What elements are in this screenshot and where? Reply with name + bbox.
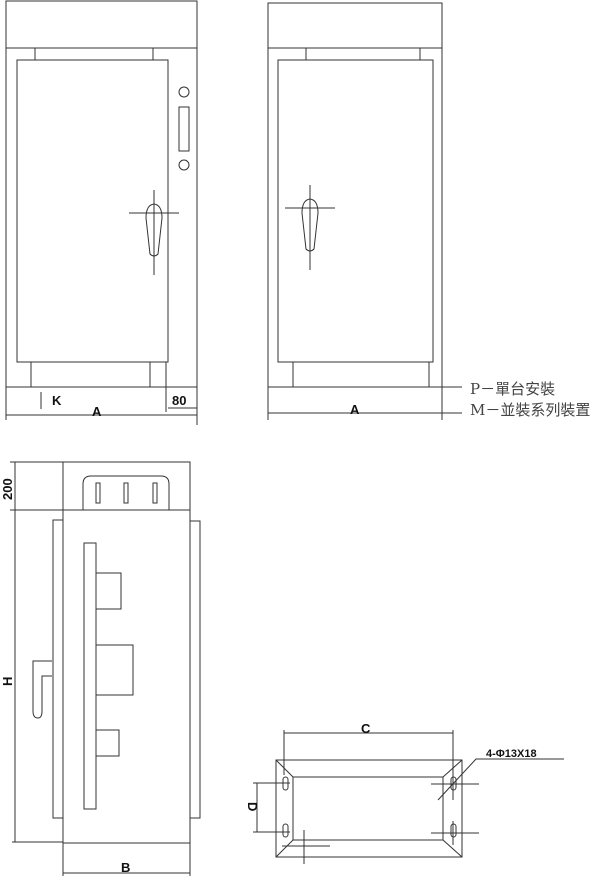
indicator-light-icon: [178, 86, 190, 98]
mounting-rail: [83, 542, 97, 810]
top-vent-cover: [82, 475, 170, 510]
rear-view-cabinet: A: [267, 2, 462, 420]
door-handle-icon: [285, 185, 335, 270]
base-width-label: C: [361, 721, 371, 736]
door-handle-icon: [129, 190, 179, 275]
front-view-cabinet: K A 80: [5, 0, 198, 425]
depth-label: B: [121, 860, 130, 875]
side-view-cabinet: 200 H B: [0, 461, 201, 876]
hole-spec-label: 4-Φ13X18: [486, 748, 537, 760]
legend-p: P－單台安裝: [470, 380, 555, 398]
legend-m: M－並裝系列裝置: [470, 401, 590, 419]
height-label: H: [0, 677, 15, 686]
mounting-slot: [282, 823, 289, 838]
front-door: [16, 59, 169, 363]
side-dim-label: 80: [172, 393, 186, 408]
indicator-light-icon: [178, 159, 190, 171]
top-height-label: 200: [0, 478, 15, 500]
hole-leader-line: [437, 758, 564, 801]
k-dimension-label: K: [52, 393, 62, 408]
base-depth-label: D: [245, 802, 260, 811]
base-plan: C D 4-Φ13X18: [245, 721, 564, 864]
rear-width-label: A: [350, 402, 360, 417]
side-handle-icon: [32, 660, 52, 719]
meter-window: [178, 106, 190, 152]
front-width-label: A: [92, 404, 102, 419]
rear-door: [277, 59, 434, 363]
